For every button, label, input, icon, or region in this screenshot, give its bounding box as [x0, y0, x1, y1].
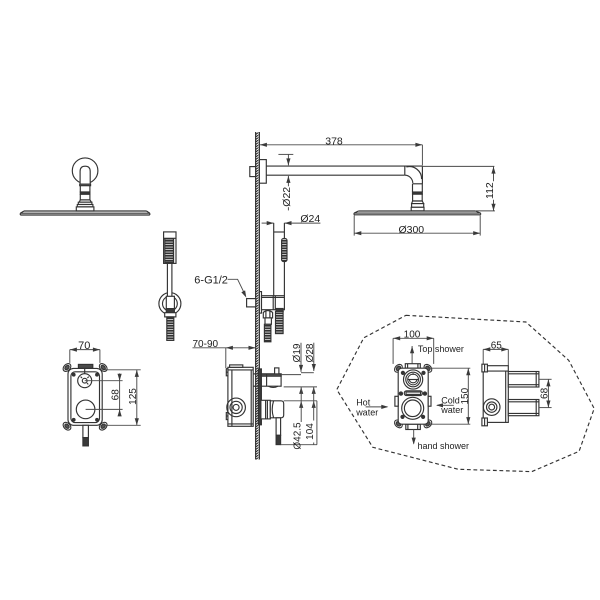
svg-text:Cold: Cold — [441, 395, 460, 405]
svg-text:water: water — [440, 405, 463, 415]
svg-text:Ø42.5: Ø42.5 — [293, 422, 304, 450]
svg-text:125: 125 — [128, 388, 139, 405]
svg-text:68: 68 — [540, 387, 551, 399]
svg-text:70-90: 70-90 — [193, 339, 219, 350]
svg-text:6-G1/2: 6-G1/2 — [194, 275, 228, 287]
svg-text:112: 112 — [484, 182, 496, 199]
svg-text:104: 104 — [305, 423, 316, 440]
svg-text:65: 65 — [491, 341, 503, 352]
svg-text:Ø19: Ø19 — [292, 343, 303, 362]
svg-text:Top shower: Top shower — [418, 344, 464, 354]
svg-text:hand shower: hand shower — [418, 441, 470, 451]
svg-text:Ø24: Ø24 — [300, 213, 320, 225]
svg-text:Ø300: Ø300 — [398, 224, 424, 236]
svg-text:Ø28: Ø28 — [305, 343, 316, 362]
svg-text:Hot: Hot — [356, 397, 371, 407]
svg-text:100: 100 — [404, 330, 421, 341]
svg-text:Ø22: Ø22 — [281, 187, 293, 207]
svg-text:70: 70 — [78, 340, 90, 352]
svg-text:68: 68 — [110, 389, 121, 401]
svg-text:water: water — [355, 407, 378, 417]
svg-text:378: 378 — [325, 135, 343, 147]
svg-text:150: 150 — [460, 387, 471, 404]
